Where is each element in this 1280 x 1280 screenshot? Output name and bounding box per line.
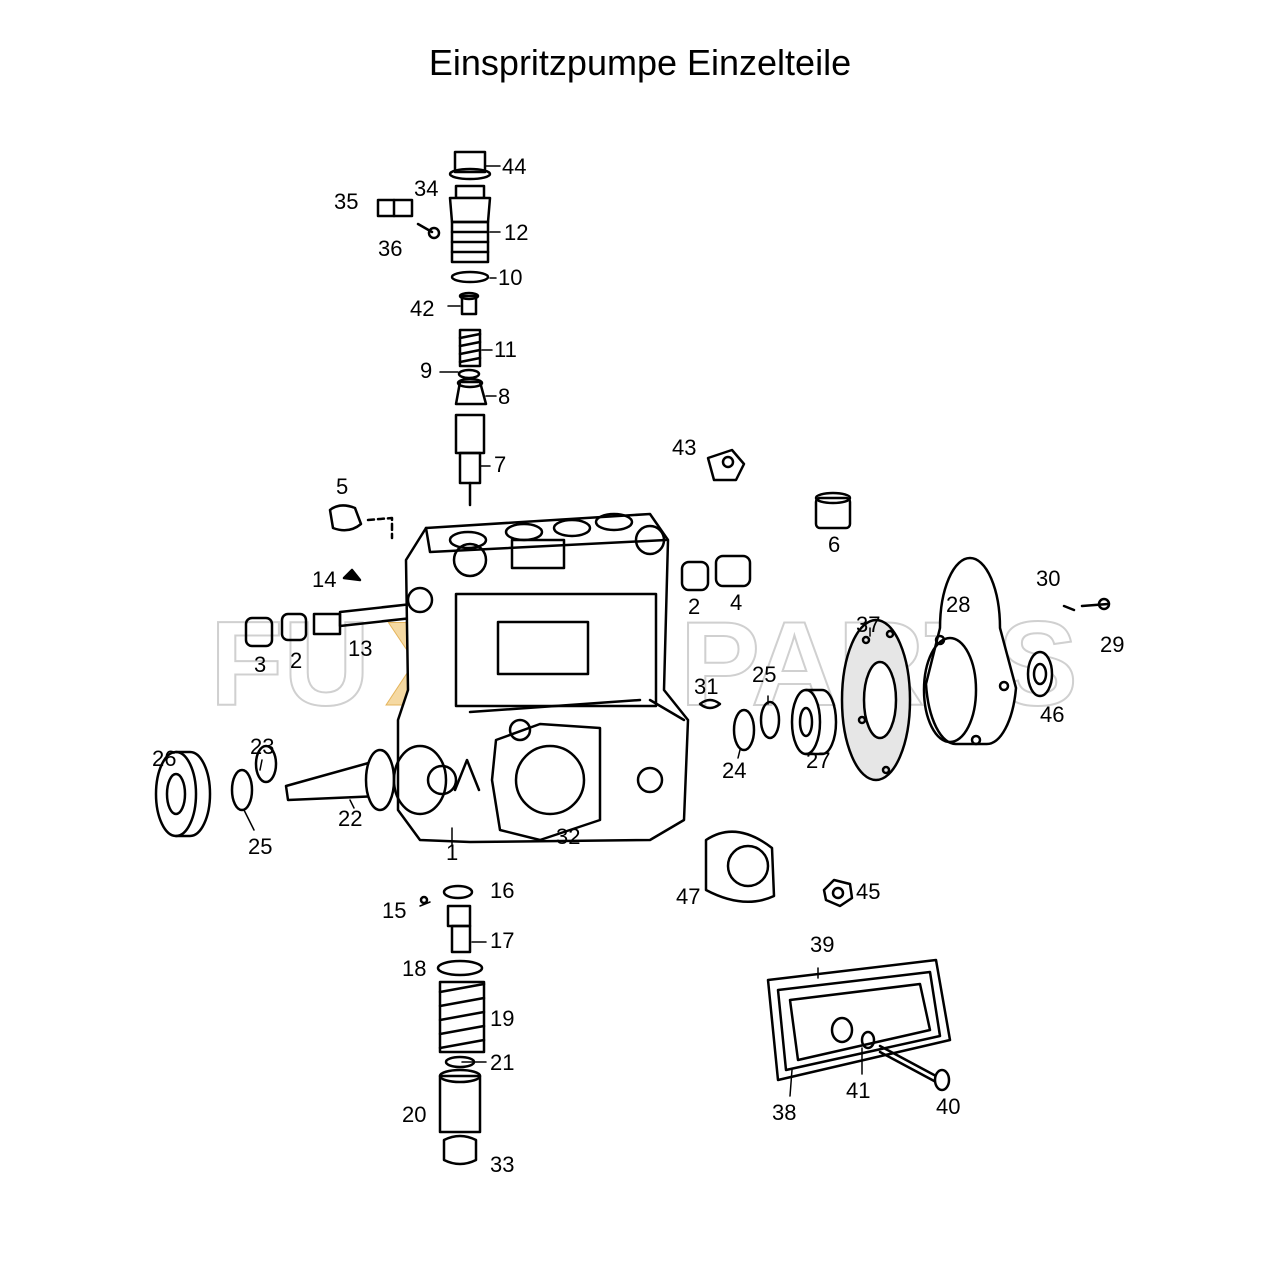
part-37-gasket [840, 618, 912, 782]
label-14: 14 [312, 567, 336, 592]
label-29: 29 [1100, 632, 1124, 657]
label-30: 30 [1036, 566, 1060, 591]
leader-lines [243, 165, 871, 1097]
label-40: 40 [936, 1094, 960, 1119]
label-23: 23 [250, 734, 274, 759]
part-1-pump-housing [396, 512, 690, 844]
label-21: 21 [490, 1050, 514, 1075]
label-7: 7 [494, 452, 506, 477]
part-14-nut [342, 568, 362, 582]
part-24-seal [732, 708, 756, 752]
part-2-4-bushings [680, 554, 752, 592]
part-12-valve-holder [448, 184, 492, 264]
label-4: 4 [730, 590, 742, 615]
part-10-washer [450, 270, 490, 284]
label-25-right: 25 [752, 662, 776, 687]
label-13: 13 [348, 636, 372, 661]
part-43-plug [706, 448, 746, 482]
label-34: 34 [414, 176, 438, 201]
part-5-plug [328, 504, 394, 540]
label-20: 20 [402, 1102, 426, 1127]
label-28: 28 [946, 592, 970, 617]
label-16: 16 [490, 878, 514, 903]
part-46-seal [1026, 650, 1054, 698]
label-3: 3 [254, 652, 266, 677]
part-25-shim-right [759, 700, 781, 740]
label-2-left: 2 [290, 648, 302, 673]
label-15: 15 [382, 898, 406, 923]
label-19: 19 [490, 1006, 514, 1031]
label-2-right: 2 [688, 594, 700, 619]
part-15-16-17-tappet [419, 884, 474, 954]
label-43: 43 [672, 435, 696, 460]
label-26: 26 [152, 746, 176, 771]
label-32: 32 [556, 824, 580, 849]
label-10: 10 [498, 265, 522, 290]
part-22-camshaft [284, 744, 448, 816]
label-38: 38 [772, 1100, 796, 1125]
part-27-bearing [790, 688, 838, 756]
part-44-cap [448, 150, 492, 181]
part-45-nut [822, 878, 854, 908]
label-11: 11 [494, 337, 517, 362]
part-25-shim [230, 768, 254, 812]
part-7-element [454, 413, 486, 507]
part-47-bushing [704, 830, 776, 903]
label-41: 41 [846, 1078, 870, 1103]
label-1: 1 [446, 840, 458, 865]
part-34-35-36-screw [376, 198, 441, 240]
part-33-roller [442, 1134, 478, 1166]
label-27: 27 [806, 748, 830, 773]
label-25-left: 25 [248, 834, 272, 859]
part-42-pin [458, 291, 480, 316]
label-39: 39 [810, 932, 834, 957]
part-20-roller-tappet [438, 1068, 482, 1134]
part-31-key [698, 698, 722, 710]
label-31: 31 [694, 674, 718, 699]
label-47: 47 [676, 884, 700, 909]
page-title: Einspritzpumpe Einzelteile [428, 42, 852, 83]
label-46: 46 [1040, 702, 1064, 727]
part-40-bolt [878, 1044, 951, 1092]
part-23-shim [254, 744, 278, 784]
part-38-39-cover [766, 958, 952, 1082]
part-28-flange [922, 556, 1018, 746]
label-8: 8 [498, 384, 510, 409]
label-45: 45 [856, 879, 880, 904]
label-22: 22 [338, 806, 362, 831]
part-19-spring [438, 980, 486, 1054]
part-11-spring [458, 328, 482, 368]
part-8-valve [454, 377, 488, 406]
label-12: 12 [504, 220, 528, 245]
label-36: 36 [378, 236, 402, 261]
part-29-30-screw [1062, 597, 1111, 612]
label-24: 24 [722, 758, 746, 783]
part-labels: 1 2 2 3 4 5 6 7 8 9 10 11 12 13 14 15 16… [152, 154, 1124, 1177]
label-37: 37 [856, 612, 880, 637]
part-6-cap [814, 491, 852, 530]
part-9-ring [457, 368, 481, 380]
label-44: 44 [502, 154, 526, 179]
label-5: 5 [336, 474, 348, 499]
part-41-washer [860, 1030, 876, 1050]
label-18: 18 [402, 956, 426, 981]
label-33: 33 [490, 1152, 514, 1177]
label-42: 42 [410, 296, 434, 321]
part-18-seat [436, 959, 484, 977]
label-35: 35 [334, 189, 358, 214]
label-9: 9 [420, 358, 432, 383]
part-26-bearing [154, 750, 212, 838]
watermark-text-left: FU [210, 597, 370, 731]
label-6: 6 [828, 532, 840, 557]
label-17: 17 [490, 928, 514, 953]
